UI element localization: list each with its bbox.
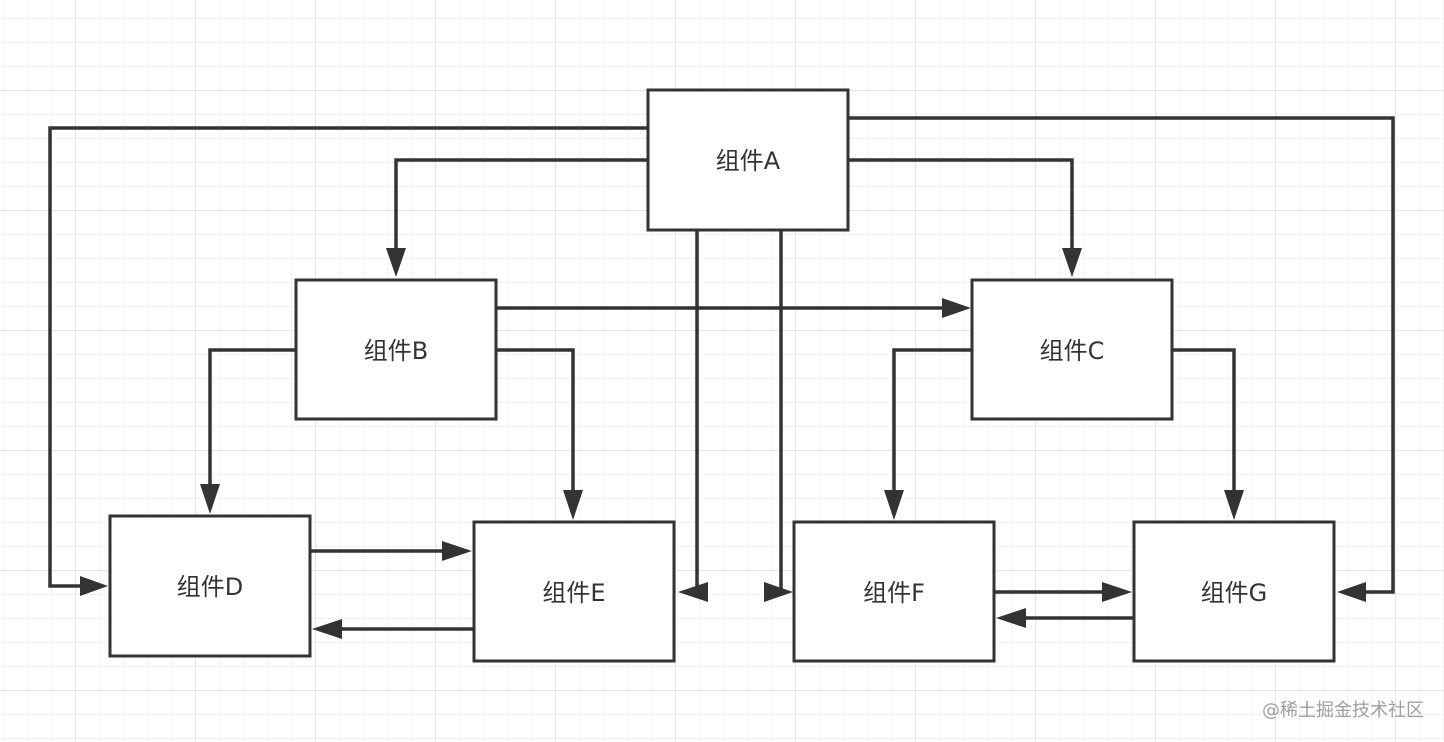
node-g-label: 组件G bbox=[1201, 579, 1268, 607]
node-a-label: 组件A bbox=[716, 147, 781, 175]
arrowhead-d-to-e bbox=[442, 541, 472, 561]
node-c-label: 组件C bbox=[1040, 337, 1105, 365]
edge-c-to-g bbox=[1172, 348, 1236, 494]
arrowhead-f-to-g bbox=[1102, 582, 1132, 602]
node-e: 组件E bbox=[472, 520, 676, 663]
arrowhead-a-to-g bbox=[1337, 582, 1366, 602]
node-d-label: 组件D bbox=[177, 573, 243, 601]
arrowhead-b-to-d bbox=[200, 484, 220, 514]
edge-b-to-d bbox=[208, 348, 295, 488]
arrowhead-b-to-c bbox=[942, 298, 971, 318]
edge-a-to-g bbox=[848, 116, 1395, 594]
node-g: 组件G bbox=[1132, 520, 1336, 663]
edge-a-to-b bbox=[394, 158, 648, 252]
arrowhead-a-to-b bbox=[386, 248, 406, 277]
arrowhead-g-to-f bbox=[996, 608, 1026, 628]
watermark: @稀土掘金技术社区 bbox=[1262, 700, 1424, 721]
node-b-label: 组件B bbox=[364, 337, 428, 365]
edge-c-to-f bbox=[892, 348, 971, 494]
arrowhead-a-to-e bbox=[678, 582, 708, 602]
node-e-label: 组件E bbox=[542, 579, 605, 607]
edge-a-to-c bbox=[848, 158, 1074, 252]
edge-a-to-d bbox=[48, 126, 648, 588]
arrowhead-e-to-d bbox=[312, 619, 342, 639]
node-b: 组件B bbox=[294, 278, 498, 421]
arrowhead-b-to-e bbox=[563, 490, 583, 520]
arrowhead-c-to-g bbox=[1224, 490, 1244, 520]
node-f-label: 组件F bbox=[863, 579, 925, 607]
node-f: 组件F bbox=[792, 520, 996, 663]
edge-a-to-f bbox=[767, 230, 783, 594]
arrowhead-a-to-f bbox=[764, 582, 793, 602]
edges-layer bbox=[48, 116, 1395, 639]
nodes-layer: 组件A 组件B 组件C 组件D 组件E 组件F 组件G bbox=[108, 88, 1336, 663]
arrowhead-a-to-d bbox=[80, 576, 108, 596]
arrowhead-a-to-c bbox=[1062, 248, 1082, 277]
arrowhead-c-to-f bbox=[884, 490, 904, 520]
edge-b-to-e bbox=[496, 348, 575, 494]
node-a: 组件A bbox=[646, 88, 850, 232]
node-d: 组件D bbox=[108, 514, 312, 658]
node-c: 组件C bbox=[970, 278, 1174, 421]
